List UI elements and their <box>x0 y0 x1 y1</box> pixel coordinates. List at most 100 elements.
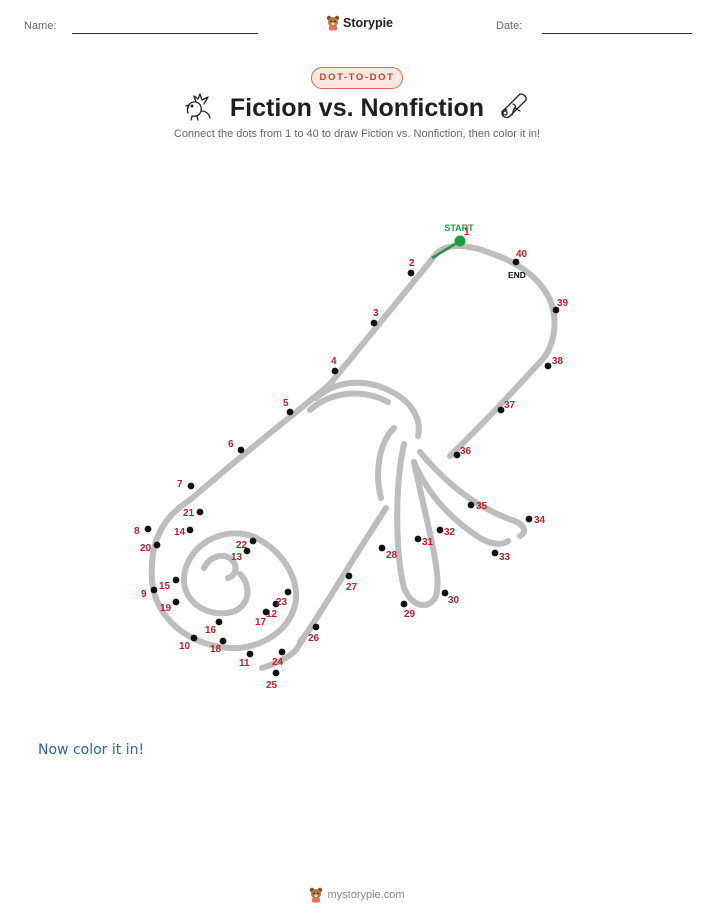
dot-number: 37 <box>504 400 516 411</box>
dot-marker <box>272 600 280 608</box>
dot-4: 4 <box>331 356 339 375</box>
activity-badge: DOT-TO-DOT <box>311 67 403 89</box>
page-title: Fiction vs. Nonfiction <box>229 94 485 122</box>
dot-marker <box>187 482 195 490</box>
dot-number: 33 <box>499 552 511 563</box>
dot-number: 8 <box>134 526 140 537</box>
dot-number: 14 <box>174 527 186 538</box>
worksheet-header: Name: Storypie Date: <box>0 0 714 50</box>
dot-marker <box>172 576 180 584</box>
dot-number: 2 <box>409 258 415 269</box>
dot-28: 28 <box>378 544 398 561</box>
scroll-guide-outline <box>148 243 558 671</box>
dot-marker <box>278 648 286 656</box>
dot-19: 19 <box>160 598 180 614</box>
dot-8: 8 <box>134 525 152 537</box>
numbered-dots: 1234567891011121314151617181920212223242… <box>134 227 569 691</box>
dot-marker <box>552 306 560 314</box>
dot-7: 7 <box>177 479 195 490</box>
dot-marker <box>249 537 257 545</box>
dragon-icon <box>185 93 211 121</box>
dot-number: 13 <box>231 552 243 563</box>
dot-number: 31 <box>422 537 434 548</box>
dot-18: 18 <box>210 637 227 655</box>
dot-20: 20 <box>140 541 161 554</box>
dot-marker <box>144 525 152 533</box>
dot-marker <box>400 600 408 608</box>
dot-34: 34 <box>525 515 546 526</box>
dot-10: 10 <box>179 634 198 652</box>
dot-number: 20 <box>140 543 152 554</box>
bear-icon <box>326 15 340 31</box>
dot-40: 40 <box>512 249 528 266</box>
dot-marker <box>215 618 223 626</box>
dot-26: 26 <box>308 623 320 644</box>
color-it-prompt: Now color it in! <box>38 742 145 758</box>
dot-32: 32 <box>436 526 456 538</box>
dot-marker <box>284 588 292 596</box>
dot-marker <box>153 541 161 549</box>
dot-marker <box>219 637 227 645</box>
dot-number: 28 <box>386 550 398 561</box>
start-dot <box>454 235 466 247</box>
brand-name: Storypie <box>343 16 394 30</box>
dot-marker <box>497 406 505 414</box>
dot-number: 38 <box>552 356 564 367</box>
dot-number: 5 <box>283 398 289 409</box>
dot-number: 34 <box>534 515 546 526</box>
dot-21: 21 <box>183 508 204 519</box>
dot-marker <box>436 526 444 534</box>
dot-number: 11 <box>239 658 250 669</box>
dot-marker <box>370 319 378 327</box>
end-label: END <box>508 270 526 280</box>
dot-30: 30 <box>441 589 460 606</box>
dot-marker <box>525 515 533 523</box>
dot-number: 39 <box>557 298 569 309</box>
dot-number: 23 <box>276 597 288 608</box>
dot-number: 19 <box>160 603 172 614</box>
dot-number: 40 <box>516 249 528 260</box>
dot-marker <box>331 367 339 375</box>
bear-icon <box>310 887 323 903</box>
dot-marker <box>378 544 386 552</box>
instructions: Connect the dots from 1 to 40 to draw Fi… <box>173 128 541 140</box>
dot-number: 17 <box>255 617 267 628</box>
dot-marker <box>544 362 552 370</box>
dot-33: 33 <box>491 549 511 563</box>
dot-number: 25 <box>266 680 278 691</box>
dot-number: 27 <box>346 582 358 593</box>
dot-marker <box>312 623 320 631</box>
dot-36: 36 <box>453 446 472 459</box>
dot-number: 29 <box>404 609 416 620</box>
dot-6: 6 <box>228 439 245 454</box>
dot-marker <box>467 501 475 509</box>
dot-29: 29 <box>400 600 416 620</box>
dot-22: 22 <box>236 537 257 551</box>
dot-39: 39 <box>552 298 569 314</box>
footer-url: mystorypie.com <box>327 889 405 901</box>
dot-35: 35 <box>467 501 488 512</box>
dot-24: 24 <box>272 648 286 668</box>
dot-marker <box>190 634 198 642</box>
dot-marker <box>246 650 254 658</box>
dot-number: 12 <box>266 609 278 620</box>
dot-marker <box>196 508 204 516</box>
dot-marker <box>243 547 251 555</box>
dot-number: 21 <box>183 508 195 519</box>
dot-marker <box>512 258 520 266</box>
dot-15: 15 <box>159 576 180 592</box>
dot-5: 5 <box>283 398 294 416</box>
dot-27: 27 <box>345 572 358 593</box>
dot-marker <box>286 408 294 416</box>
dot-1: 1 <box>464 227 470 238</box>
dot-marker <box>150 586 158 594</box>
dot-12: 12 <box>266 600 280 620</box>
dot-11: 11 <box>239 650 254 669</box>
name-label: Name: <box>24 20 57 32</box>
name-line <box>72 33 258 34</box>
date-label: Date: <box>496 20 523 32</box>
dot-31: 31 <box>414 535 434 548</box>
dot-marker <box>453 451 461 459</box>
dot-number: 35 <box>476 501 488 512</box>
dot-number: 9 <box>141 589 147 600</box>
